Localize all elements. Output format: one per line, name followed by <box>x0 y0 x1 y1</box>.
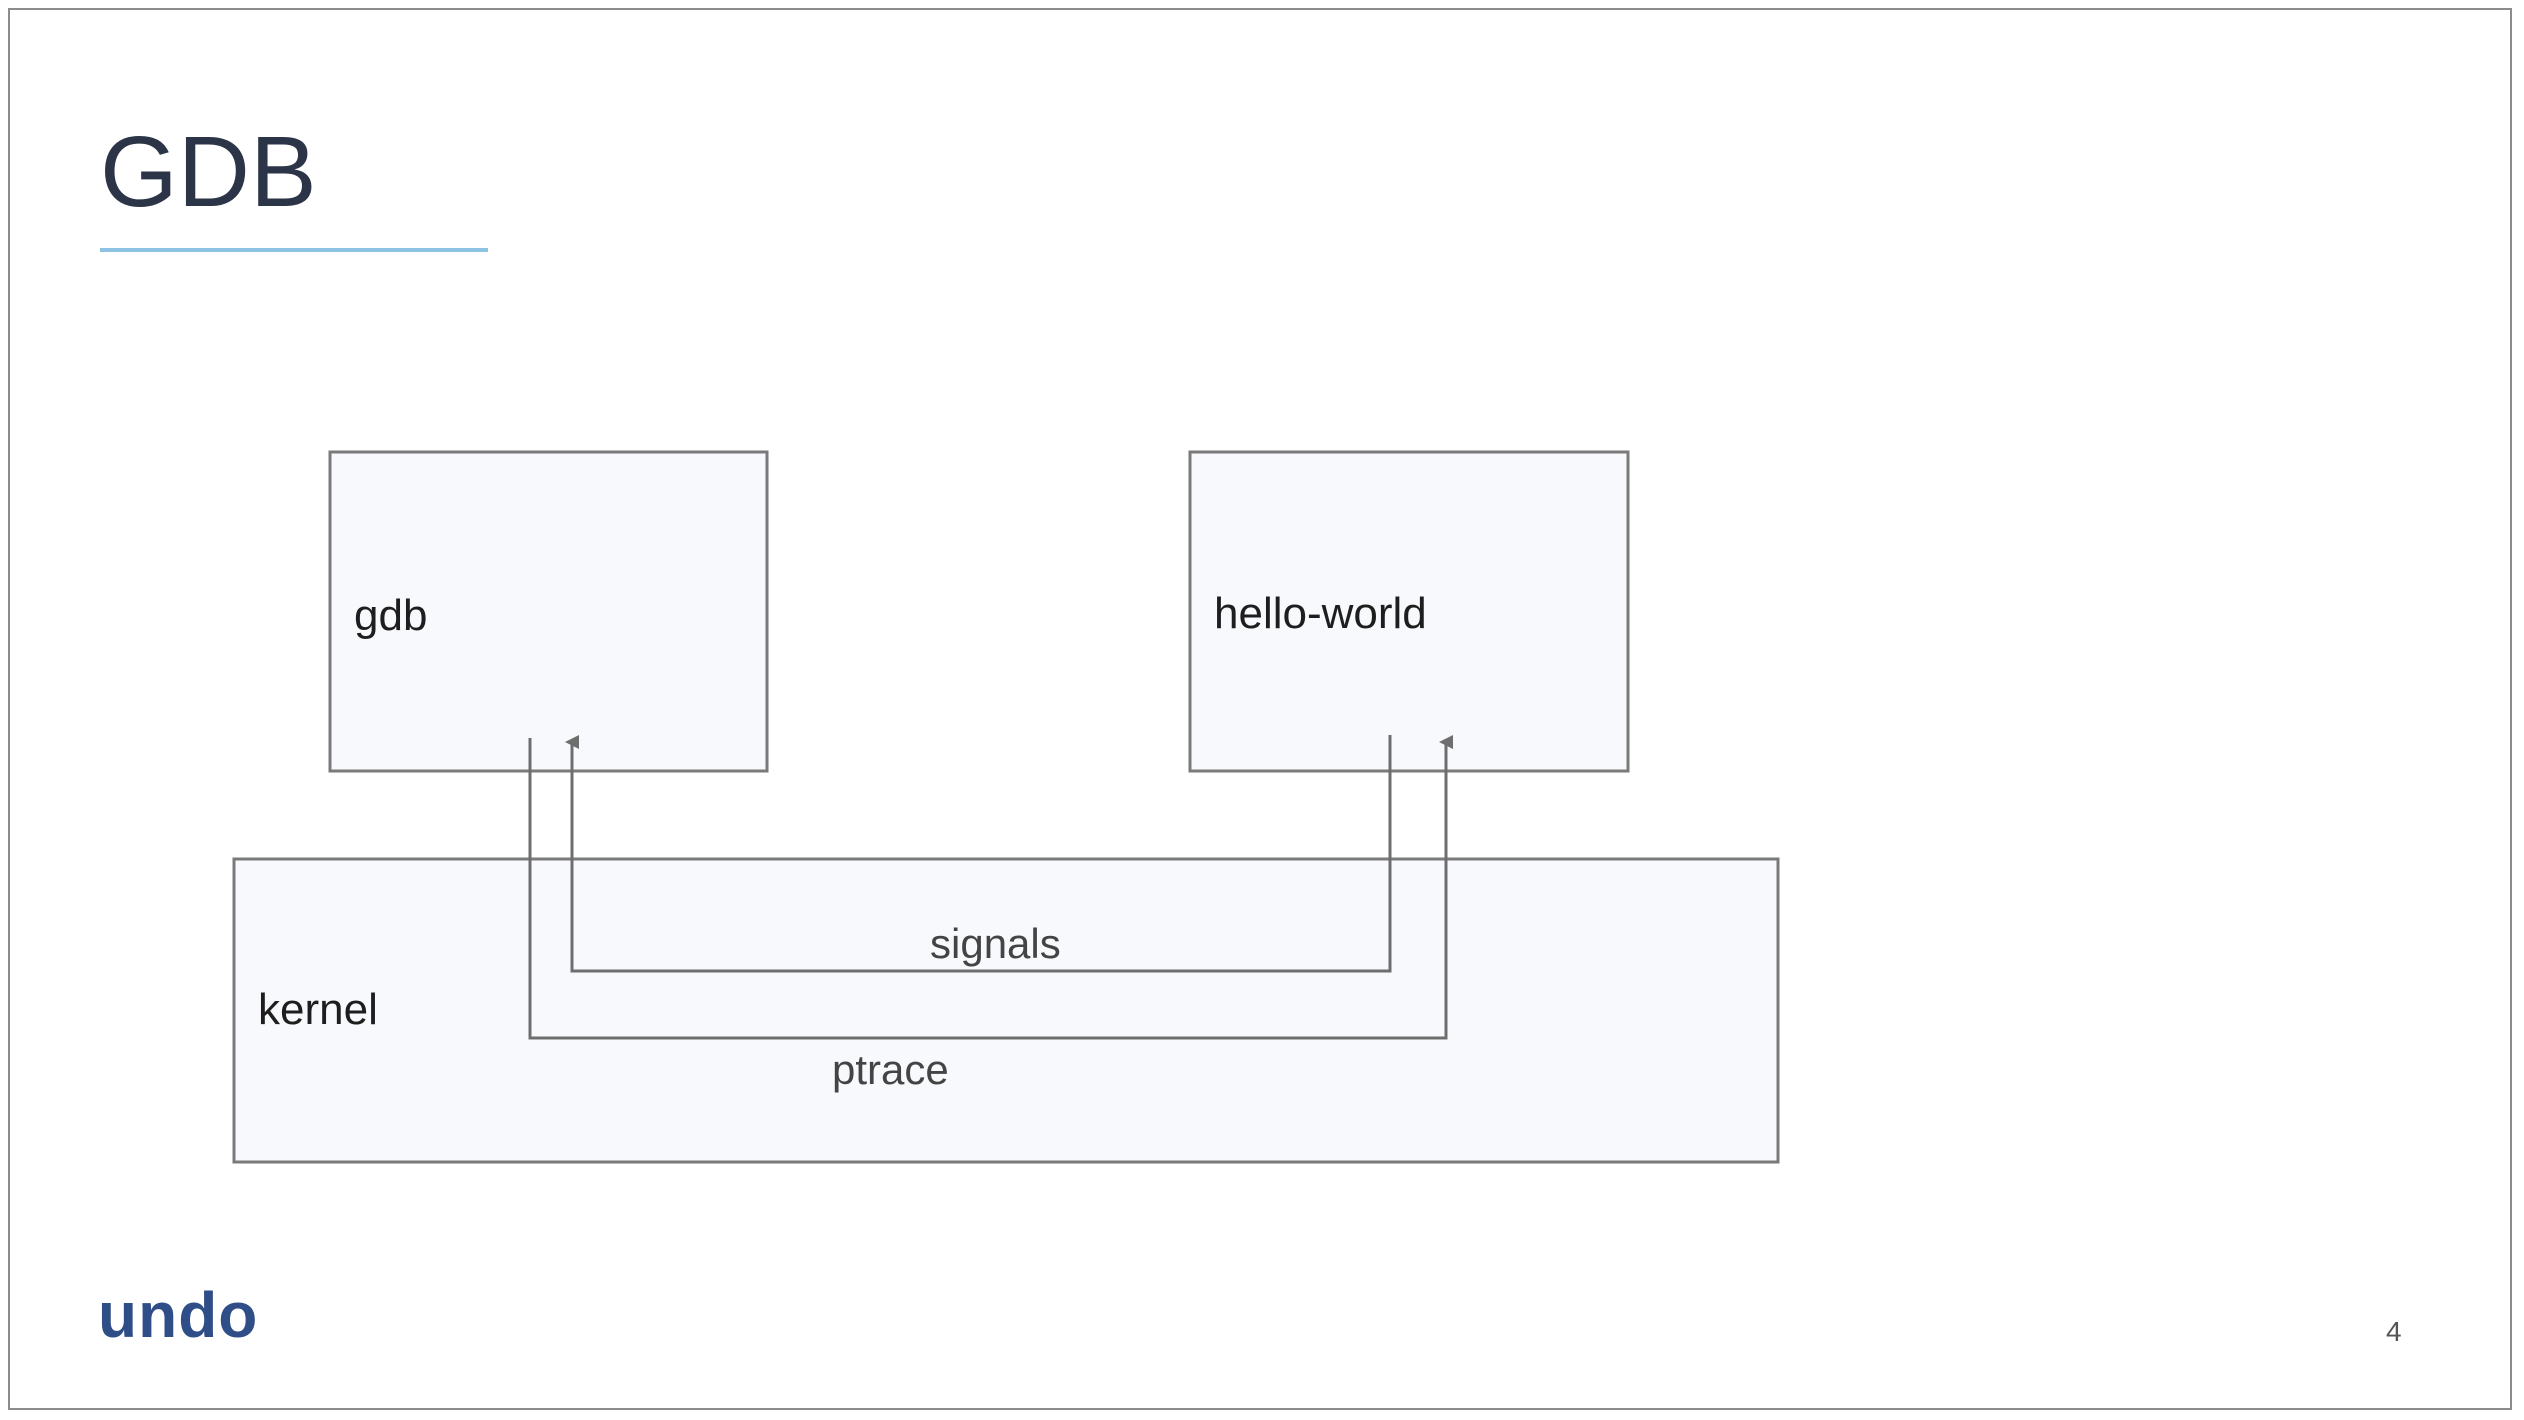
ptrace-path <box>528 735 1453 1040</box>
hello-world-label: hello-world <box>1214 589 1427 638</box>
title-underline <box>100 248 488 252</box>
signals-connector: signals <box>565 735 1392 973</box>
hello-world-node: hello-world <box>1188 450 1630 773</box>
gdb-box <box>328 450 769 773</box>
kernel-label: kernel <box>258 985 378 1034</box>
ptrace-connector: ptrace <box>528 735 1453 1093</box>
gdb-node: gdb <box>328 450 769 773</box>
kernel-box <box>232 857 1780 1164</box>
page-number: 4 <box>2386 1316 2402 1347</box>
kernel-node: kernel <box>232 857 1780 1164</box>
gdb-label: gdb <box>354 591 427 640</box>
ptrace-label: ptrace <box>832 1046 949 1093</box>
signals-path <box>565 735 1392 973</box>
signals-label: signals <box>930 920 1061 967</box>
hello-world-box <box>1188 450 1630 773</box>
slide-title: GDB <box>100 116 317 228</box>
undo-logo: undo <box>98 1280 258 1350</box>
logo-text: undo <box>98 1279 259 1351</box>
